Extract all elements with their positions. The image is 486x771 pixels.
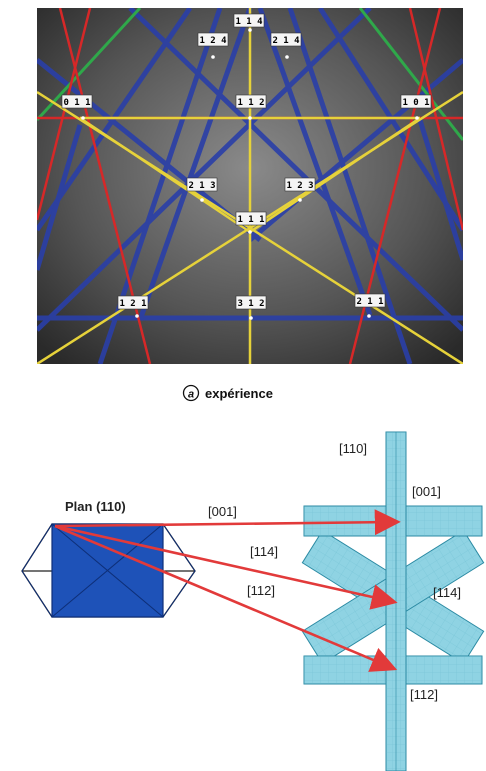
- svg-text:1 0 1: 1 0 1: [402, 98, 429, 108]
- svg-text:1 1 2: 1 1 2: [237, 98, 264, 108]
- svg-text:2 1 1: 2 1 1: [356, 297, 383, 307]
- band-structure: [301, 431, 485, 771]
- label-001-right: [001]: [412, 484, 441, 499]
- zone-label-123: 1 2 3: [284, 177, 316, 202]
- svg-text:2 1 3: 2 1 3: [188, 181, 215, 191]
- direction-arrows: [54, 509, 401, 672]
- caption-marker: a: [188, 389, 194, 401]
- zone-label-213: 2 1 3: [186, 177, 218, 202]
- caption-marker-circle: [182, 384, 200, 402]
- label-112-left: [112]: [247, 583, 275, 598]
- svg-text:0 1 1: 0 1 1: [63, 98, 90, 108]
- svg-text:1 1 1: 1 1 1: [237, 215, 264, 225]
- label-110-right: [110]: [339, 441, 367, 456]
- svg-text:1 2 4: 1 2 4: [199, 36, 227, 46]
- zone-label-112: 1 1 2: [235, 94, 267, 120]
- svg-text:1 2 3: 1 2 3: [286, 181, 313, 191]
- zone-label-011: 0 1 1: [61, 94, 93, 120]
- zone-label-124: 1 2 4: [197, 32, 229, 59]
- kikuchi-pattern: 1 1 4 1 2 4 2 1 4 0 1 1 1 1 2 1 0 1: [37, 8, 463, 364]
- zone-label-101: 1 0 1: [400, 94, 432, 120]
- label-114-right: [114]: [433, 585, 461, 600]
- arrow-001: [54, 509, 401, 536]
- zone-label-214: 2 1 4: [270, 32, 302, 59]
- svg-text:3 1 2: 3 1 2: [237, 299, 264, 309]
- label-112-right: [112]: [410, 687, 438, 702]
- zone-label-121: 1 2 1: [117, 295, 149, 318]
- zone-label-211: 2 1 1: [354, 293, 386, 318]
- caption: a expérience: [182, 384, 273, 402]
- plane-label: Plan (110): [65, 499, 126, 514]
- svg-text:1 2 1: 1 2 1: [119, 299, 146, 309]
- zone-label-312: 3 1 2: [235, 295, 267, 320]
- arrow-112: [54, 524, 398, 672]
- zone-label-111: 1 1 1: [235, 211, 267, 234]
- label-001-left: [001]: [208, 504, 237, 519]
- crystal-diagram: Plan (110): [21, 431, 485, 771]
- arrow-114: [54, 524, 398, 610]
- svg-text:1 1 4: 1 1 4: [235, 17, 263, 27]
- zone-label-114: 1 1 4: [233, 13, 265, 32]
- caption-text: expérience: [205, 386, 273, 401]
- label-114-left: [114]: [250, 544, 278, 559]
- svg-text:2 1 4: 2 1 4: [272, 36, 300, 46]
